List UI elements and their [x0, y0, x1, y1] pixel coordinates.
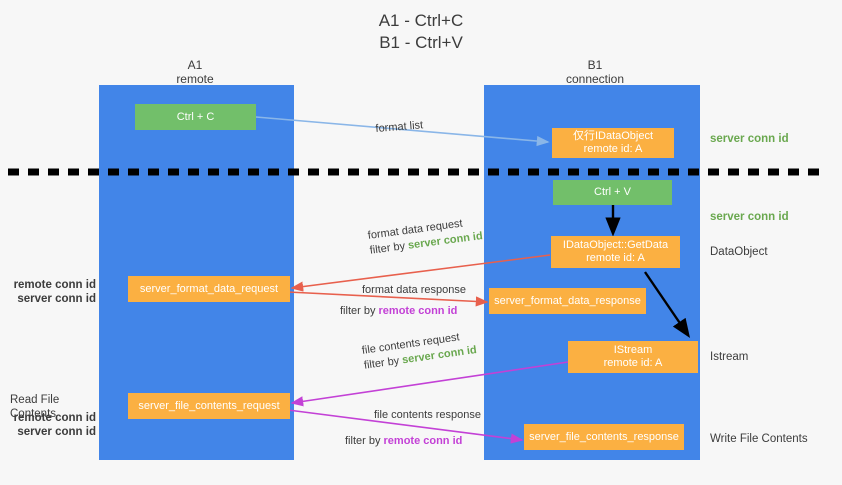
title-line-2: B1 - Ctrl+V [379, 33, 463, 52]
lane-header-a1-sub: remote [176, 72, 214, 86]
annotation-dataobject: DataObject [710, 246, 768, 258]
annotation-left-conn-ids-mid: remote conn id server conn id [10, 278, 96, 306]
edge-label-file-contents-response-filter: filter by remote conn id [345, 434, 462, 449]
node-ctrl-c-label: Ctrl + C [176, 110, 215, 123]
edge-label-format-list-text: format list [375, 119, 424, 135]
node-server-format-data-response-label: server_format_data_response [494, 294, 641, 307]
lane-header-b1-name: B1 [587, 58, 603, 72]
node-server-file-contents-request[interactable]: server_file_contents_request [128, 393, 290, 419]
lane-header-b1: B1 connection [540, 58, 650, 86]
node-server-format-data-response[interactable]: server_format_data_response [489, 288, 646, 314]
annotation-left-mid-remote-conn-id: remote conn id [13, 279, 96, 291]
node-server-file-contents-request-label: server_file_contents_request [138, 399, 280, 412]
node-idataobject[interactable]: 仅行IDataObject remote id: A [552, 128, 674, 158]
node-server-format-data-request[interactable]: server_format_data_request [128, 276, 290, 302]
edge-label-format-list: format list [375, 118, 424, 137]
lane-header-b1-sub: connection [565, 72, 625, 86]
node-ctrl-v-label: Ctrl + V [594, 186, 631, 198]
lane-header-a1-name: A1 [187, 58, 203, 72]
annotation-left-low-remote-conn-id: remote conn id [13, 412, 96, 424]
annotation-istream: Istream [710, 351, 749, 363]
edge-label-format-data-response-filter: filter by remote conn id [340, 304, 457, 319]
annotation-read-file-contents: Read File Contents [10, 394, 60, 420]
edge-label-format-data-request: format data request filter by server con… [367, 214, 484, 259]
lane-header-a1: A1 remote [140, 58, 250, 86]
node-getdata-line1: IDataObject::GetData [562, 239, 669, 251]
annotation-server-conn-id-top: server conn id [710, 133, 789, 145]
edge-label-file-contents-request: file contents request filter by server c… [361, 328, 478, 374]
node-istream-line1: IStream [613, 344, 653, 356]
node-ctrl-v[interactable]: Ctrl + V [553, 180, 672, 205]
node-idataobject-line2: remote id: A [583, 143, 643, 155]
page-title: A1 - Ctrl+C B1 - Ctrl+V [0, 10, 842, 54]
filter-prefix: filter by [340, 305, 379, 317]
node-idataobject-line1: 仅行IDataObject [572, 130, 654, 142]
filter-prefix: filter by [345, 435, 384, 447]
filter-prefix: filter by [363, 354, 404, 372]
node-server-file-contents-response[interactable]: server_file_contents_response [524, 424, 684, 450]
annotation-left-conn-ids-low: remote conn id server conn id [10, 411, 96, 439]
edge-label-format-data-response-text: format data response [362, 284, 466, 296]
title-line-1: A1 - Ctrl+C [378, 11, 464, 30]
node-idataobject-getdata[interactable]: IDataObject::GetData remote id: A [551, 236, 680, 268]
annotation-server-conn-id-mid: server conn id [710, 211, 789, 223]
annotation-write-file-contents: Write File Contents [710, 433, 808, 445]
node-server-file-contents-response-label: server_file_contents_response [529, 430, 679, 443]
filter-value-remote-conn-id: remote conn id [383, 435, 463, 447]
node-ctrl-c[interactable]: Ctrl + C [135, 104, 256, 130]
annotation-left-mid-server-conn-id: server conn id [17, 293, 96, 305]
edge-label-file-contents-response-text: file contents response [374, 409, 482, 421]
edge-label-format-data-response: format data response [362, 283, 466, 298]
filter-prefix: filter by [369, 239, 409, 257]
node-getdata-line2: remote id: A [586, 252, 645, 264]
node-istream-line2: remote id: A [603, 357, 663, 369]
node-server-format-data-request-label: server_format_data_request [139, 282, 279, 295]
node-istream[interactable]: IStream remote id: A [568, 341, 698, 373]
annotation-left-low-server-conn-id: server conn id [17, 426, 96, 438]
filter-value-remote-conn-id: remote conn id [378, 305, 458, 317]
edge-label-file-contents-response: file contents response [374, 408, 481, 423]
